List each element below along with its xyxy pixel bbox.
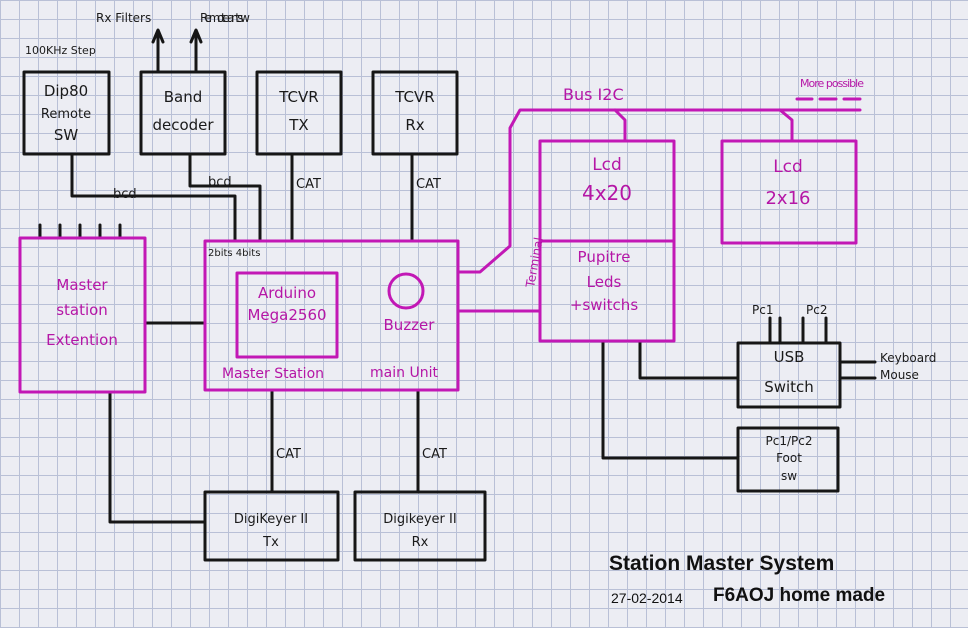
pupitre-line-3: +switchs [570, 296, 638, 314]
foot-sw-line-2: Foot [776, 451, 802, 465]
tcvr-rx-line-2: Rx [405, 116, 424, 134]
digikeyer-rx-line-1: Digikeyer II [383, 512, 456, 527]
tcvr-rx-line-1: TCVR [394, 88, 434, 106]
i2c-to-lcd2x16 [778, 108, 794, 143]
digikeyer-tx-line-2: Tx [262, 535, 279, 550]
band-decoder-box [139, 70, 227, 156]
master-station-label: Master Station [222, 366, 324, 382]
black-wiring [38, 28, 877, 524]
bus-i2c-label: Bus I2C [563, 85, 624, 104]
arduino-line-1: Arduino [258, 284, 316, 302]
lcd-4x20-line-2: 4x20 [582, 181, 632, 205]
rx-filters-label: Rx Filters [96, 11, 151, 25]
tcvr-tx-line-2: TX [288, 116, 308, 134]
tcvr-tx-line-1: TCVR [278, 88, 318, 106]
digikeyer-rx-line-2: Rx [412, 535, 429, 550]
tcvr-tx-box [255, 70, 343, 156]
remote-ant-arrow [189, 28, 203, 44]
tcvr-rx-box [371, 70, 459, 156]
magenta-wiring [456, 97, 862, 313]
usb-switch-line-1: USB [774, 348, 805, 366]
lcd-4x20-line-1: Lcd [592, 155, 622, 175]
rx-filters-arrow [151, 28, 165, 44]
bcd-wire-2 [188, 152, 262, 243]
dip80-box [22, 70, 111, 156]
dip80-line-1: Dip80 [44, 82, 88, 100]
bcd-label-2: bcd [208, 175, 232, 190]
arduino-box [235, 271, 339, 359]
i2c-to-lcd4x20 [613, 108, 627, 143]
bcd-label-1: bcd [113, 187, 137, 202]
pupitre-to-usb [638, 339, 740, 380]
extension-box [18, 236, 147, 394]
pupitre-line-2: Leds [587, 273, 622, 291]
band-decoder-line-1: Band [164, 88, 203, 106]
extension-to-dk-tx [108, 390, 207, 524]
pc1-label: Pc1 [752, 303, 773, 317]
pupitre-to-foot [601, 339, 740, 460]
caption-title: Station Master System [609, 552, 835, 575]
foot-sw-line-3: sw [781, 469, 797, 483]
bcd-wire-1 [70, 152, 237, 243]
lcd-2x16-line-2: 2x16 [765, 188, 810, 209]
extension-line-1: Master [56, 276, 108, 294]
kb-mouse-wires [838, 360, 877, 380]
digikeyer-tx-box [203, 490, 340, 562]
foot-sw-box [736, 426, 840, 493]
digikeyer-tx-line-1: DigiKeyer II [234, 512, 308, 527]
band-decoder-line-2: decoder [152, 116, 214, 134]
cat-dk-tx-label: CAT [276, 447, 301, 462]
dip80-line-3: SW [54, 126, 79, 144]
keyboard-label: Keyboard [880, 351, 936, 365]
more-possible-label: More possible [800, 77, 864, 90]
main-unit-box [203, 239, 460, 392]
caption-date: 27-02-2014 [611, 590, 683, 606]
extension-line-2: station [56, 301, 108, 319]
arduino-line-2: Mega2560 [247, 306, 326, 324]
lcd-2x16-box [720, 139, 858, 245]
dip80-line-2: Remote [41, 107, 91, 122]
pc2-label: Pc2 [806, 303, 827, 317]
i2c-bus-line [456, 108, 862, 274]
cat-dk-rx-label: CAT [422, 447, 447, 462]
pupitre-line-1: Pupitre [578, 248, 631, 266]
pc-wires [768, 316, 828, 345]
usb-switch-box [736, 341, 842, 409]
usb-switch-line-2: Switch [764, 378, 814, 396]
extension-line-3: Extention [46, 331, 118, 349]
cat-tx-label: CAT [296, 177, 321, 192]
bits-label: 2bits 4bits [208, 248, 260, 259]
terminal-label: Terminal [523, 236, 546, 289]
caption-author: F6AOJ home made [713, 585, 886, 606]
digikeyer-rx-box [353, 490, 487, 562]
main-unit-label: main Unit [370, 365, 438, 381]
buzzer-label: Buzzer [384, 316, 436, 334]
mouse-label: Mouse [880, 368, 919, 382]
dip80-step-label: 100KHz Step [25, 44, 96, 57]
lcd-2x16-line-1: Lcd [773, 157, 803, 177]
foot-sw-line-1: Pc1/Pc2 [766, 434, 813, 448]
extension-ticks [38, 223, 122, 240]
remote-ant-label: Remote ant sw [200, 11, 250, 25]
cat-rx-label: CAT [416, 177, 441, 192]
buzzer-icon [387, 272, 425, 310]
